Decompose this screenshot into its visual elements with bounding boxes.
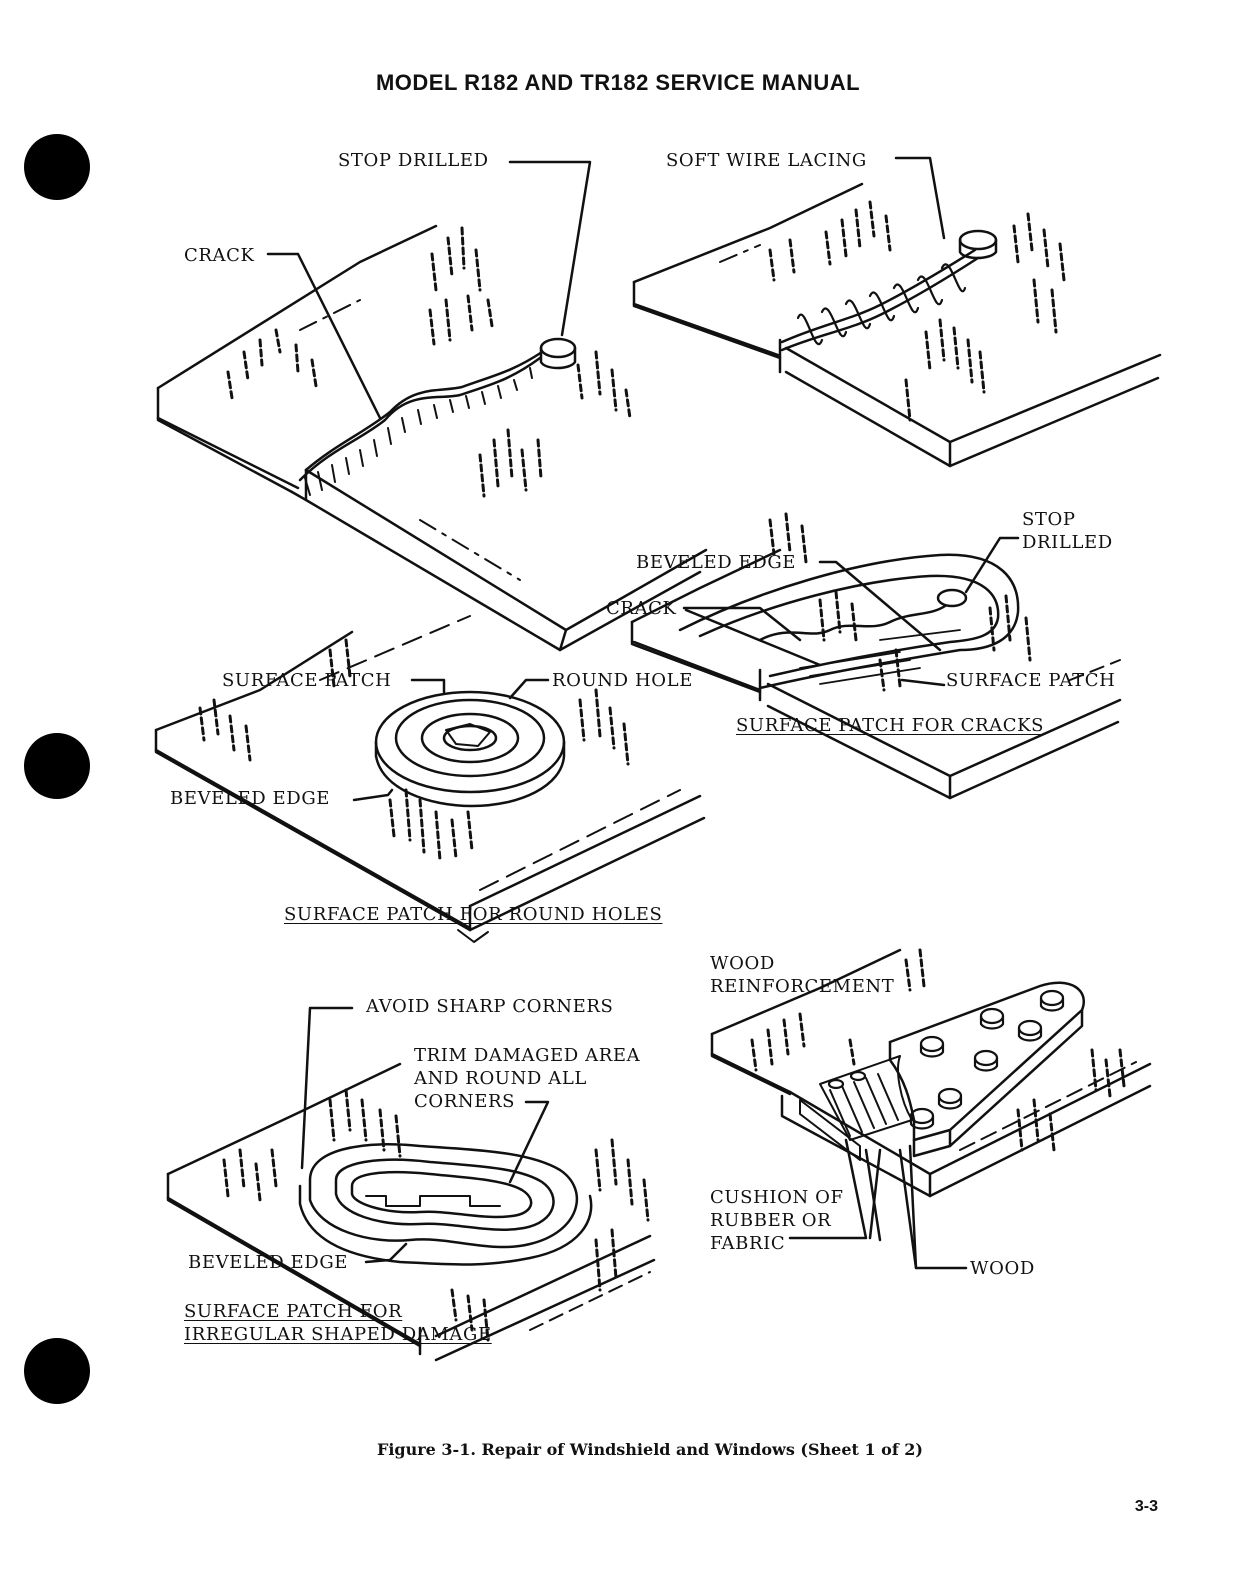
caption-surface-patch-for-cracks: SURFACE PATCH FOR CRACKS	[736, 715, 1045, 736]
label-beveled-edge-cracks: BEVELED EDGE	[636, 552, 797, 573]
label-surface-patch-cracks: SURFACE PATCH	[946, 670, 1116, 691]
label-round-hole: ROUND HOLE	[552, 670, 693, 691]
caption-surface-patch-irregular: SURFACE PATCH FOR IRREGULAR SHAPED DAMAG…	[184, 1301, 492, 1345]
label-wood-reinforcement: WOOD REINFORCEMENT	[710, 953, 895, 997]
label-beveled-edge-holes: BEVELED EDGE	[170, 788, 331, 809]
label-crack-1: CRACK	[184, 245, 255, 266]
page-number: 3-3	[1134, 1498, 1158, 1515]
label-stop-drilled-2: STOP DRILLED	[1022, 509, 1113, 553]
caption-surface-patch-for-round-holes: SURFACE PATCH FOR ROUND HOLES	[284, 904, 663, 925]
label-beveled-edge-irregular: BEVELED EDGE	[188, 1252, 349, 1273]
panel-surface-patch-round-holes	[154, 615, 706, 943]
panel-wood-reinforcement	[710, 948, 1152, 1270]
page-header: MODEL R182 AND TR182 SERVICE MANUAL	[375, 70, 861, 95]
figure-caption: Figure 3-1. Repair of Windshield and Win…	[376, 1440, 923, 1459]
label-stop-drilled-1: STOP DRILLED	[338, 150, 489, 171]
binder-hole-top	[24, 134, 90, 200]
label-wood: WOOD	[970, 1258, 1035, 1279]
label-avoid-sharp-corners: AVOID SHARP CORNERS	[366, 996, 614, 1017]
label-cushion-rubber-fabric: CUSHION OF RUBBER OR FABRIC	[710, 1187, 844, 1254]
label-trim-damaged-area: TRIM DAMAGED AREA AND ROUND ALL CORNERS	[414, 1045, 641, 1112]
panel-crack-stop-drilled	[156, 160, 708, 652]
binder-hole-bottom	[24, 1338, 90, 1404]
label-surface-patch-holes: SURFACE PATCH	[222, 670, 392, 691]
panel-surface-patch-cracks	[630, 512, 1122, 800]
bolt-heads	[827, 989, 1065, 1130]
label-crack-2: CRACK	[606, 598, 677, 619]
panel-soft-wire-lacing	[632, 156, 1162, 468]
panel-irregular-damage	[166, 1006, 656, 1362]
binder-hole-middle	[24, 733, 90, 799]
label-soft-wire-lacing: SOFT WIRE LACING	[666, 150, 867, 171]
